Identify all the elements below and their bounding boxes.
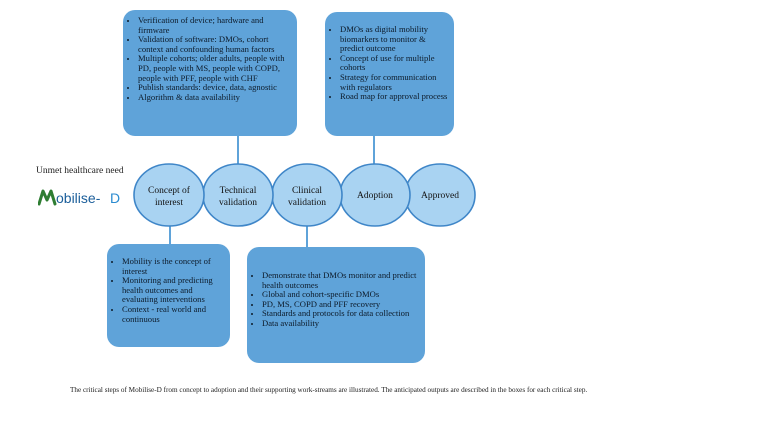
list-item: Standards and protocols for data collect… (262, 309, 421, 319)
clinical-validation-outputs-list: Demonstrate that DMOs monitor and predic… (251, 270, 421, 329)
list-item: Demonstrate that DMOs monitor and predic… (262, 270, 421, 290)
step-concept-of-interest (133, 163, 205, 227)
list-item: Validation of software: DMOs, cohort con… (138, 34, 291, 54)
list-item: Monitoring and predicting health outcome… (122, 275, 224, 305)
concept-of-interest-outputs-box: Mobility is the concept of interest Moni… (107, 244, 230, 347)
step-label: Approved (421, 191, 459, 201)
list-item: Multiple cohorts; older adults, people w… (138, 54, 291, 83)
connector-clinical (306, 226, 308, 247)
adoption-outputs-box: DMOs as digital mobility biomarkers to m… (325, 12, 454, 136)
list-item: PD, MS, COPD and PFF recovery (262, 299, 421, 310)
svg-text:D: D (110, 190, 120, 206)
list-item: Global and cohort-specific DMOs (262, 290, 421, 300)
step-label: validation (288, 198, 326, 208)
clinical-validation-outputs-box: Demonstrate that DMOs monitor and predic… (247, 247, 425, 363)
technical-validation-outputs-box: Verification of device; hardware and fir… (123, 10, 297, 136)
list-item: Verification of device; hardware and fir… (138, 15, 291, 35)
connector-technical (237, 136, 239, 164)
step-label: interest (155, 198, 183, 208)
step-label: Concept of (148, 185, 191, 196)
concept-of-interest-outputs-list: Mobility is the concept of interest Moni… (111, 256, 224, 324)
list-item: Strategy for communication with regulato… (340, 72, 448, 92)
step-label: Clinical (292, 186, 322, 196)
list-item: Concept of use for multiple cohorts (340, 53, 448, 73)
adoption-outputs-list: DMOs as digital mobility biomarkers to m… (329, 24, 448, 102)
list-item: Mobility is the concept of interest (122, 256, 224, 276)
list-item: Context - real world and continuous (122, 304, 224, 324)
list-item: DMOs as digital mobility biomarkers to m… (340, 24, 448, 54)
connector-concept (169, 226, 171, 244)
mobilise-d-logo: obilise- D (38, 189, 120, 206)
svg-text:obilise-: obilise- (56, 190, 101, 206)
step-label: Technical (220, 186, 257, 196)
list-item: Publish standards: device, data, agnosti… (138, 83, 291, 93)
step-label: Adoption (357, 191, 393, 201)
unmet-need-label: Unmet healthcare need (36, 166, 124, 176)
list-item: Algorithm & data availability (138, 92, 291, 103)
step-label: validation (219, 198, 257, 208)
connector-adoption (373, 136, 375, 164)
figure-caption: The critical steps of Mobilise-D from co… (70, 386, 588, 394)
technical-validation-outputs-list: Verification of device; hardware and fir… (127, 15, 291, 103)
list-item: Road map for approval process (340, 92, 448, 102)
list-item: Data availability (262, 318, 421, 329)
